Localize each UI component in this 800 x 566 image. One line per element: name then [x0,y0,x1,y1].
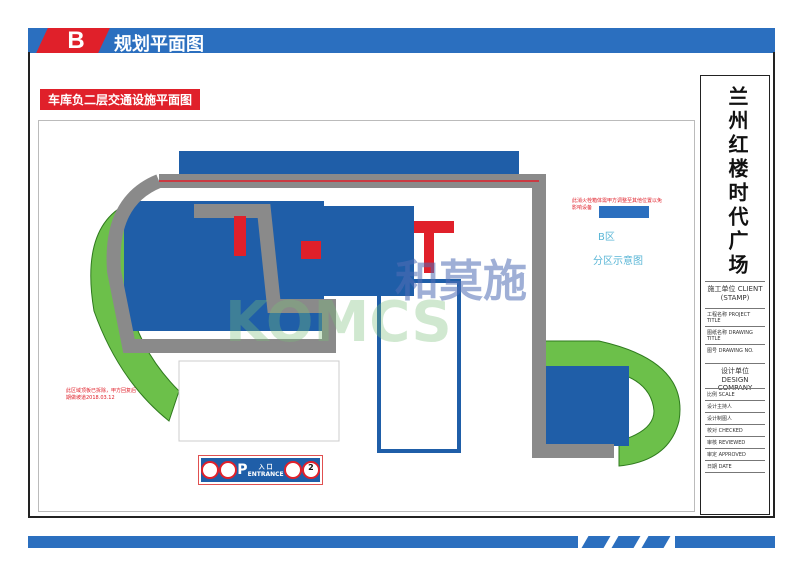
page-title: 规划平面图 [114,34,204,55]
header-bar [28,28,775,53]
header-badge: B [67,27,85,54]
footer-stripe-2 [611,536,641,548]
note-left: 此区域顶板已拆除，甲方回复后期做坡道2018.03.12 [66,388,137,401]
row-project: 工程名称 PROJECT TITLE [705,308,765,326]
ramp-right [543,340,681,467]
building-core [377,279,461,453]
entrance-cn: 入 口 [258,464,273,471]
parking-area-east [539,366,629,446]
row-scale: 比例 SCALE [705,388,765,400]
row-checked: 校对 CHECKED [705,424,765,436]
row-drafter: 设计制图人 [705,412,765,424]
no-uturn-icon [283,461,302,479]
height-limit-icon: 2 [301,461,320,479]
zone-caption: 分区示意图 [593,256,643,267]
footer-stripe-3 [641,536,671,548]
parking-icon: P [237,462,248,478]
row-reviewed: 审核 REVIEWED [705,436,765,448]
row-date: 日期 DATE [705,460,765,473]
footer-stripe-1 [581,536,611,548]
footer-stripe [28,536,578,548]
zone-key [599,206,649,218]
no-entry-icon [201,461,220,479]
driveway-loop [106,174,336,353]
zone-label: B区 [598,232,615,243]
floor-plan [38,120,695,512]
content-panel [28,52,775,518]
title-block: 兰州红楼时代广场 施工单位 CLIENT (STAMP) 工程名称 PROJEC… [700,75,770,515]
row-client: 施工单位 CLIENT (STAMP) [705,281,765,304]
watermark-en: KOMCS [225,290,452,355]
row-number: 图号 DRAWING NO. [705,344,765,356]
watermark-cn: 和莫施 [395,256,527,307]
row-drawing: 图纸名称 DRAWING TITLE [705,326,765,344]
drawing-subtitle: 车库负二层交通设施平面图 [40,89,201,110]
no-vehicle-icon [219,461,238,479]
footer-stripe-4 [675,536,775,548]
note-right: 此消火栓箱体需甲方调整至其他位置以免影响设备 [572,198,663,211]
project-name: 兰州红楼时代广场 [725,86,749,278]
entrance-en: ENTRANCE [247,471,284,478]
row-approved: 审定 APPROVED [705,448,765,460]
row-chief: 设计主持人 [705,400,765,412]
